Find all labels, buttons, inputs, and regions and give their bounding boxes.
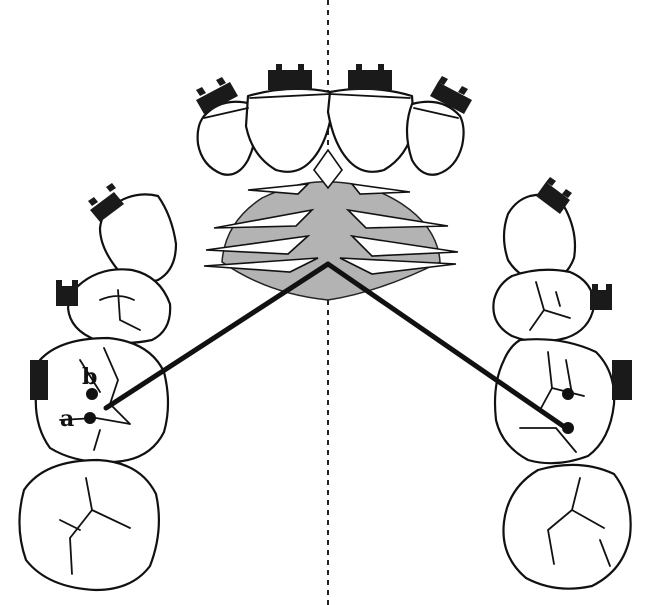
point-a-right [562, 422, 574, 434]
first-molar-right [495, 339, 614, 463]
palatal-rugae-area [222, 182, 440, 300]
bracket-icon [590, 284, 612, 310]
point-b-right [562, 388, 574, 400]
central-incisor-right [246, 89, 332, 172]
point-a-left [84, 412, 96, 424]
second-molar-right [503, 465, 630, 589]
bracket-icon [56, 280, 78, 306]
molar-tube-icon [612, 360, 632, 400]
central-incisor-left [328, 89, 414, 172]
bracket-icon [348, 64, 392, 90]
molar-tube-icon [30, 360, 48, 400]
first-molar-left [36, 338, 168, 462]
label-a: a [60, 406, 74, 432]
second-molar-left [19, 460, 158, 590]
bracket-icon [268, 64, 312, 90]
label-b: b [82, 364, 97, 390]
